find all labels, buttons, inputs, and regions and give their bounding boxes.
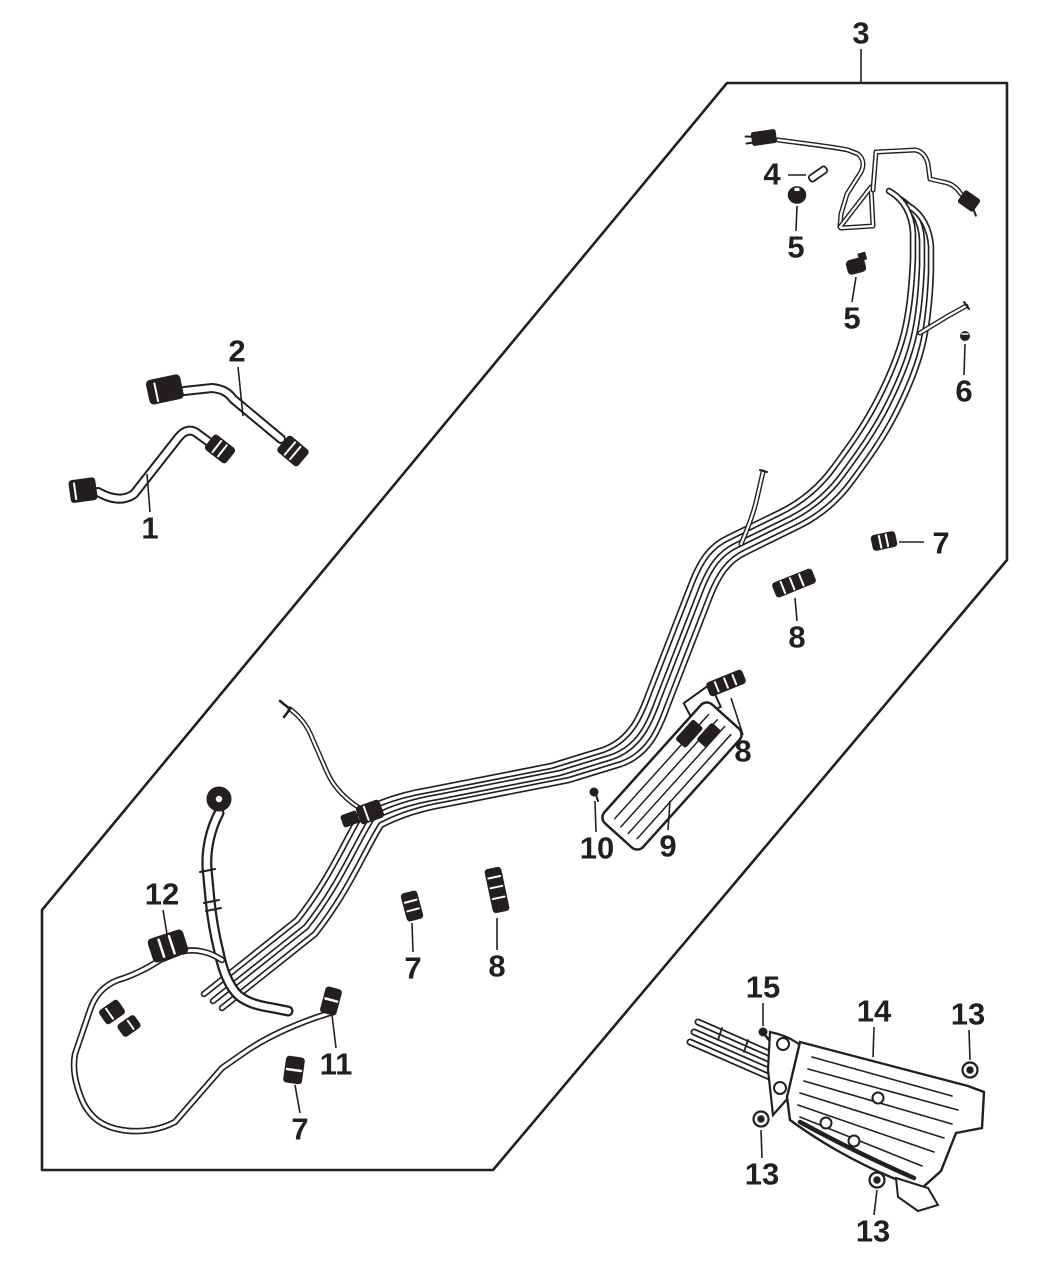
callout-label-7: 7 <box>932 526 949 561</box>
callout-leader-2 <box>237 366 244 417</box>
callout-leader-8 <box>794 597 798 622</box>
callout-label-7: 7 <box>404 951 421 986</box>
branch-tube-open-end <box>738 469 768 547</box>
pin-part-4 <box>807 165 829 183</box>
callout-leader-12 <box>162 909 168 935</box>
nut-part-13-bottom <box>868 1171 886 1189</box>
callout-leader-10 <box>594 800 597 833</box>
clamp-part-7-right <box>870 531 898 551</box>
callout-leader-7 <box>294 1084 301 1114</box>
fuel-line-bundle <box>204 191 931 1008</box>
callout-label-4: 4 <box>763 157 781 192</box>
clip-part-5b <box>845 251 868 275</box>
skid-plate-part-14 <box>690 1022 986 1213</box>
callout-label-2: 2 <box>228 334 245 369</box>
callout-label-8: 8 <box>734 734 751 769</box>
fuel-filler-hose <box>199 786 294 1017</box>
screw-part-15 <box>758 1027 771 1042</box>
clamp-part-7-mid <box>400 890 424 922</box>
vent-line-assembly-part-3 <box>744 129 981 231</box>
clamp-part-8-midleft <box>484 866 510 914</box>
callout-label-3: 3 <box>852 16 869 51</box>
clamp-part-8-midright <box>772 568 816 598</box>
clamp-part-7-bottomleft <box>283 1055 305 1085</box>
pin-part-10 <box>589 787 599 802</box>
callout-label-1: 1 <box>141 511 158 546</box>
fuel-hose-part-1 <box>68 425 236 504</box>
callout-leader-8 <box>730 697 744 736</box>
callout-label-12: 12 <box>145 877 179 912</box>
callout-label-13: 13 <box>745 1157 779 1192</box>
callout-label-15: 15 <box>746 970 780 1005</box>
callout-label-13: 13 <box>951 997 985 1032</box>
callout-leader-14 <box>872 1026 875 1058</box>
callout-leader-6 <box>963 343 966 376</box>
callout-leader-13 <box>760 1129 763 1159</box>
callout-label-5: 5 <box>787 230 804 265</box>
loop-fitting <box>99 999 125 1025</box>
fuel-line-loop <box>70 947 334 1135</box>
callout-label-9: 9 <box>659 829 676 864</box>
vent-line-end-fitting <box>957 190 981 217</box>
nut-part-13-left <box>752 1110 770 1128</box>
callout-label-14: 14 <box>857 994 892 1029</box>
callout-leader-13 <box>873 1189 878 1216</box>
vent-line-connector <box>744 129 777 146</box>
callout-label-6: 6 <box>955 374 972 409</box>
fuel-line-shield-part-9 <box>601 682 743 851</box>
loop-fitting <box>117 1015 141 1037</box>
junction-clips <box>340 799 385 828</box>
callout-label-8: 8 <box>488 949 505 984</box>
callout-leader-7 <box>411 922 414 953</box>
callout-leader-13 <box>968 1029 971 1061</box>
diagram-border <box>40 81 1009 1172</box>
callout-leader-9 <box>667 800 671 831</box>
nut-part-13-right <box>961 1061 979 1079</box>
callout-leader-5 <box>795 205 798 232</box>
clamp-part-8-lower <box>706 669 746 697</box>
clip-part-6 <box>960 331 970 341</box>
callout-label-13: 13 <box>856 1214 890 1249</box>
clamp-part-12 <box>147 929 189 963</box>
fuel-hose-part-2 <box>145 374 309 467</box>
callout-leader-11 <box>331 1014 337 1049</box>
callout-leader-5 <box>851 276 857 303</box>
callout-label-10: 10 <box>580 831 614 866</box>
callout-label-5: 5 <box>843 301 860 336</box>
grommet-part-5a <box>787 186 807 204</box>
clip-part-11 <box>320 986 342 1016</box>
callout-leader-1 <box>146 473 151 513</box>
callout-label-7: 7 <box>291 1112 308 1147</box>
callout-label-11: 11 <box>320 1047 353 1082</box>
branch-tube-top-right <box>917 301 970 336</box>
callout-label-8: 8 <box>788 620 805 655</box>
branch-tube-fork <box>278 699 369 815</box>
